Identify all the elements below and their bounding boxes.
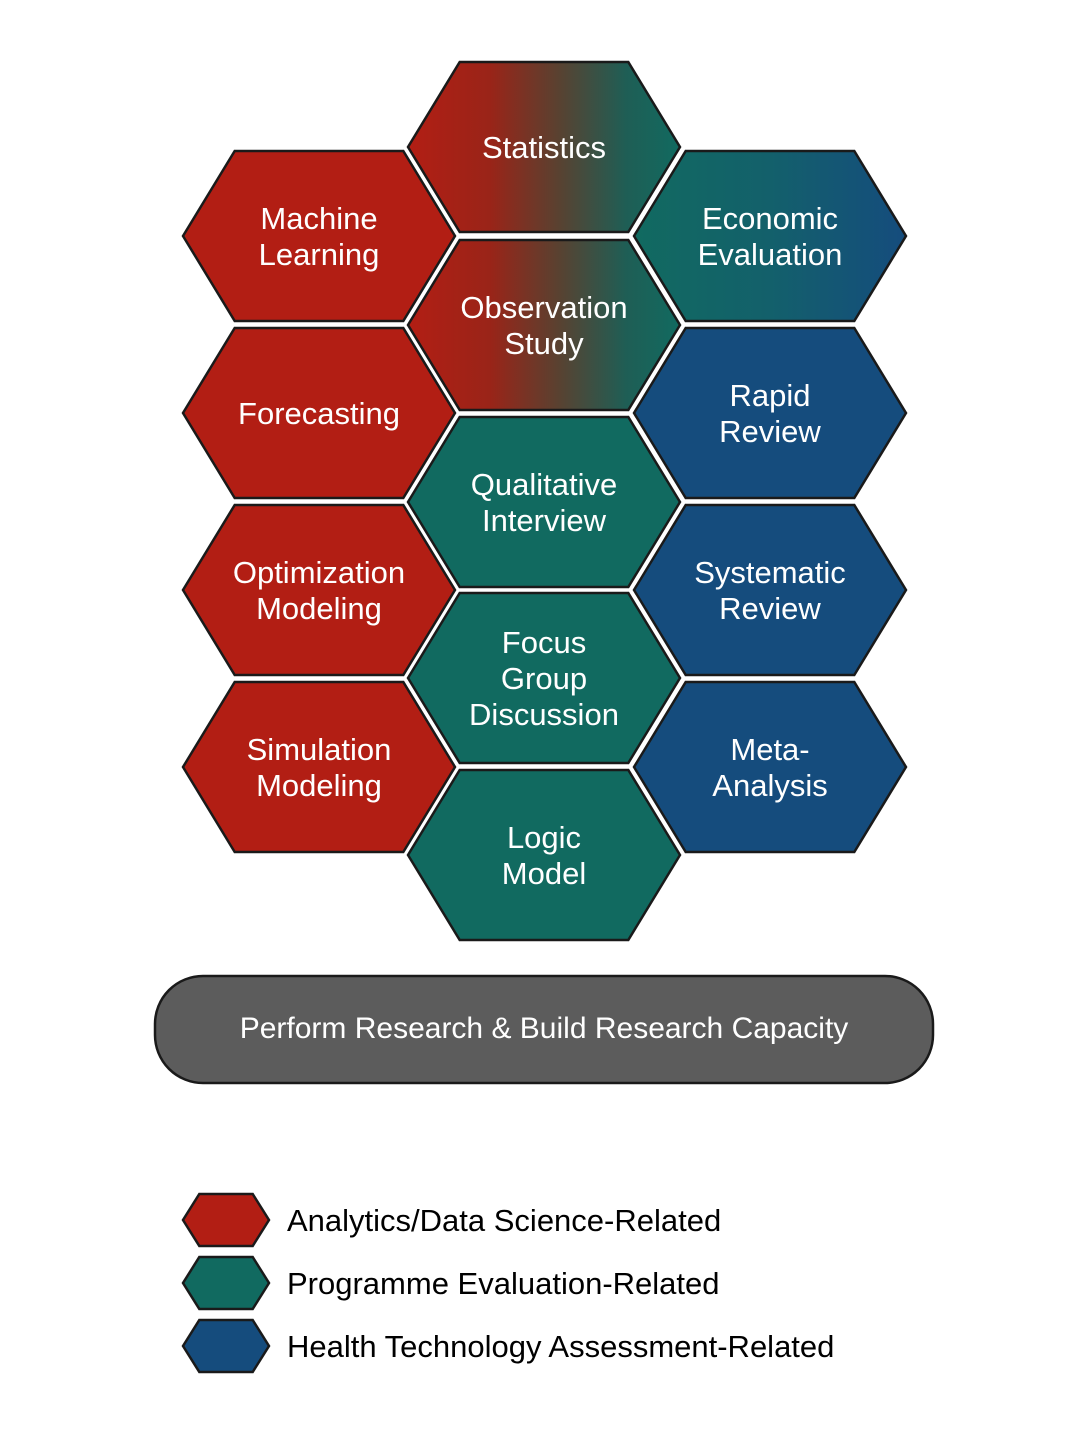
hexagon-label: Machine — [260, 201, 377, 236]
hexagon-meta-analysis: Meta-Analysis — [632, 680, 908, 854]
hexagon-shape — [406, 238, 682, 412]
hexagon-shape — [632, 326, 908, 500]
hexagon-shape — [632, 680, 908, 854]
hexagon-shape — [181, 326, 457, 500]
hexagon-label: Observation — [460, 290, 627, 325]
banner-label: Perform Research & Build Research Capaci… — [240, 1012, 849, 1045]
hexagon-label: Review — [719, 414, 821, 449]
legend-swatch-hexagon — [181, 1255, 271, 1311]
hexagon-label: Review — [719, 591, 821, 626]
legend: Analytics/Data Science-RelatedProgramme … — [181, 1192, 834, 1374]
legend-item-analytics: Analytics/Data Science-Related — [181, 1192, 721, 1248]
legend-label: Health Technology Assessment-Related — [287, 1329, 834, 1364]
hexagon-label: Statistics — [482, 130, 606, 165]
legend-item-programme: Programme Evaluation-Related — [181, 1255, 720, 1311]
hexagon-shape — [632, 503, 908, 677]
hexagon-shape — [181, 149, 457, 323]
legend-swatch-hexagon — [181, 1192, 271, 1248]
hexagon-shape — [406, 591, 682, 765]
hexagon-label: Learning — [259, 237, 380, 272]
hexagon-label: Systematic — [694, 555, 846, 590]
hexagon-label: Logic — [507, 820, 581, 855]
hexagon-shape — [406, 60, 682, 234]
hexagon-label: Modeling — [256, 591, 382, 626]
hexagon-label: Optimization — [233, 555, 405, 590]
hexagon-label: Analysis — [712, 768, 827, 803]
hexagon-label: Model — [502, 856, 586, 891]
hexagon-shape — [632, 149, 908, 323]
hexagon-label: Qualitative — [471, 467, 617, 502]
hexagon-label: Study — [504, 326, 584, 361]
hexagon-label: Evaluation — [698, 237, 843, 272]
hexagon-shape — [406, 415, 682, 589]
hexagon-label: Rapid — [730, 378, 811, 413]
legend-swatch-hexagon — [181, 1318, 271, 1374]
hexagon-label: Group — [501, 661, 587, 696]
hexagon-label: Meta- — [730, 732, 809, 767]
hexagon-shape — [181, 503, 457, 677]
hexagon-forecasting: Forecasting — [181, 326, 457, 500]
hexagon-label: Discussion — [469, 697, 619, 732]
hexagon-label: Modeling — [256, 768, 382, 803]
banner-shape — [153, 974, 935, 1085]
hexagon-label: Economic — [702, 201, 838, 236]
legend-label: Programme Evaluation-Related — [287, 1266, 720, 1301]
hexagon-shape — [406, 768, 682, 942]
research-capacity-banner: Perform Research & Build Research Capaci… — [153, 974, 935, 1085]
hexagon-shape — [181, 680, 457, 854]
legend-item-hta: Health Technology Assessment-Related — [181, 1318, 834, 1374]
hexagon-label: Interview — [482, 503, 607, 538]
legend-label: Analytics/Data Science-Related — [287, 1203, 721, 1238]
hexagon-label: Focus — [502, 625, 586, 660]
hexagon-statistics: Statistics — [406, 60, 682, 234]
hexagon-label: Simulation — [247, 732, 392, 767]
hexagon-label: Forecasting — [238, 396, 400, 431]
